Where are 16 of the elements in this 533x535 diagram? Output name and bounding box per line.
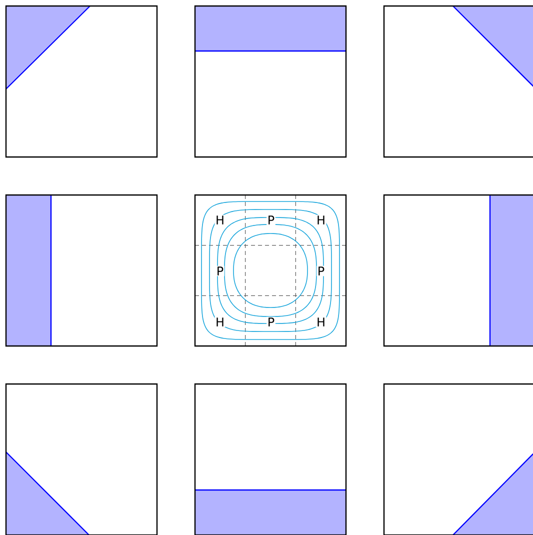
region-letter: H (216, 216, 224, 224)
region-letter: P (268, 318, 274, 326)
region-letter: H (318, 318, 324, 326)
region-letter: H (216, 318, 224, 326)
region-letter: H (318, 216, 324, 224)
square-panel (194, 383, 347, 535)
region-letter: P (218, 266, 224, 276)
square-panel (383, 194, 533, 347)
region-letter: P (318, 266, 324, 276)
square-panel (5, 194, 158, 347)
square-panel (194, 5, 347, 158)
square-panel (5, 383, 158, 535)
square-panel (5, 5, 158, 158)
square-panel (383, 383, 533, 535)
region-letter: P (268, 216, 274, 224)
square-panel (383, 5, 533, 158)
